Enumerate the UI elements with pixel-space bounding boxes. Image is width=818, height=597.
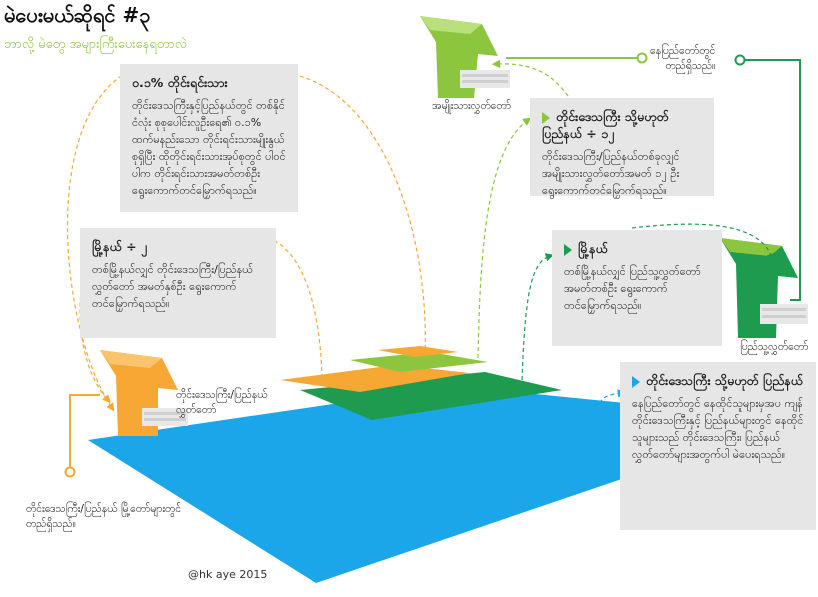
info-box-title-text: တိုင်းဒေသကြီး သို့မဟုတ် ပြည်နယ် — [646, 373, 803, 388]
parliament-building-icon — [100, 350, 188, 436]
parliament-building-icon — [420, 16, 510, 98]
info-box-title-text: မြို့နယ် — [578, 241, 608, 256]
info-box-title-text: တိုင်းဒေသကြီး သို့မဟုတ် ပြည်နယ် ÷ ၁၂ — [542, 109, 669, 141]
parliament-building-icon — [720, 238, 808, 338]
label-state: တိုင်းဒေသကြီး/ပြည်နယ် လွှတ်တော် — [176, 389, 268, 416]
info-box-body: တစ်မြို့နယ်လျှင် ပြည်သူ့လွှတ်တော် အမတ်တစ… — [564, 265, 701, 312]
label-amyotha: အမျိုးသားလွှတ်တော် — [432, 100, 511, 112]
info-box-body: တစ်မြို့နယ်လျှင် တိုင်းဒေသကြီး/ပြည်နယ် လ… — [92, 263, 253, 310]
info-box-title: မြို့နယ် ÷ ၂ — [92, 239, 148, 254]
info-box-national: တိုင်းဒေသကြီး သို့မဟုတ် ပြည်နယ် ÷ ၁၂ တို… — [530, 98, 714, 197]
info-box-township-half: မြို့နယ် ÷ ၂ တစ်မြို့နယ်လျှင် တိုင်းဒေသက… — [80, 228, 276, 338]
triangle-pointer-icon — [564, 243, 572, 256]
info-box-body: တိုင်းဒေသကြီးနှင့်ပြည်နယ်တွင် တစ်နိုင်ငံ… — [132, 99, 286, 197]
label-pyithu: ပြည်သူ့လွှတ်တော် — [740, 341, 809, 353]
info-box-body: တိုင်းဒေသကြီး/ပြည်နယ်တစ်ခုလျှင် အမျိုးသာ… — [542, 150, 680, 197]
info-box-title: မြို့နယ် — [564, 240, 710, 257]
layer-ethnic-orange — [378, 346, 458, 357]
layer-state-orange — [280, 365, 470, 392]
leader-naypyitaw-pyithu — [744, 59, 801, 301]
connector-township-icon — [631, 223, 775, 262]
triangle-pointer-icon — [632, 375, 640, 388]
info-box-region: တိုင်းဒေသကြီး သို့မဟုတ် ပြည်နယ် နေပြည်တေ… — [620, 362, 816, 530]
info-box-ethnic: ၀.၁% တိုင်းရင်းသား တိုင်းဒေသကြီးနှင့်ပြည… — [120, 64, 298, 212]
info-box-title: ၀.၁% တိုင်းရင်းသား — [132, 75, 228, 90]
connector-ethnic-left — [66, 71, 129, 412]
info-box-title: တိုင်းဒေသကြီး သို့မဟုတ် ပြည်နယ် — [632, 372, 804, 389]
label-naypyitaw: နေပြည်တော်တွင် တည်ရှိသည်။ — [650, 45, 716, 72]
label-capitals: တိုင်းဒေသကြီး/ပြည်နယ် မြို့တော်များတွင် … — [26, 503, 182, 530]
credit-text: @hk aye 2015 — [188, 568, 268, 581]
page-title: မဲပေးမယ်ဆိုရင် #၃ — [4, 3, 151, 27]
info-box-body: နေပြည်တော်တွင် နေထိုင်သူများမှအပ ကျန်တို… — [632, 397, 804, 461]
leader-capitals — [69, 394, 100, 468]
connector-national-icon — [491, 59, 569, 97]
connector-township-half — [259, 233, 323, 379]
layer-national-lightgreen — [350, 352, 488, 372]
info-box-title: တိုင်းဒေသကြီး သို့မဟုတ် ပြည်နယ် ÷ ၁၂ — [542, 108, 702, 142]
connector-ethnic — [273, 68, 426, 357]
info-box-township: မြို့နယ် တစ်မြို့နယ်လျှင် ပြည်သူ့လွှတ်တေ… — [552, 230, 722, 346]
connector-township — [521, 253, 555, 381]
layer-region-blue — [88, 386, 795, 583]
triangle-pointer-icon — [542, 111, 550, 124]
connector-national — [477, 117, 532, 359]
page-subtitle: ဘာလို့ မဲတွေ အများကြီးပေးနေရတာလဲ — [4, 37, 187, 52]
connector-region — [597, 389, 627, 411]
